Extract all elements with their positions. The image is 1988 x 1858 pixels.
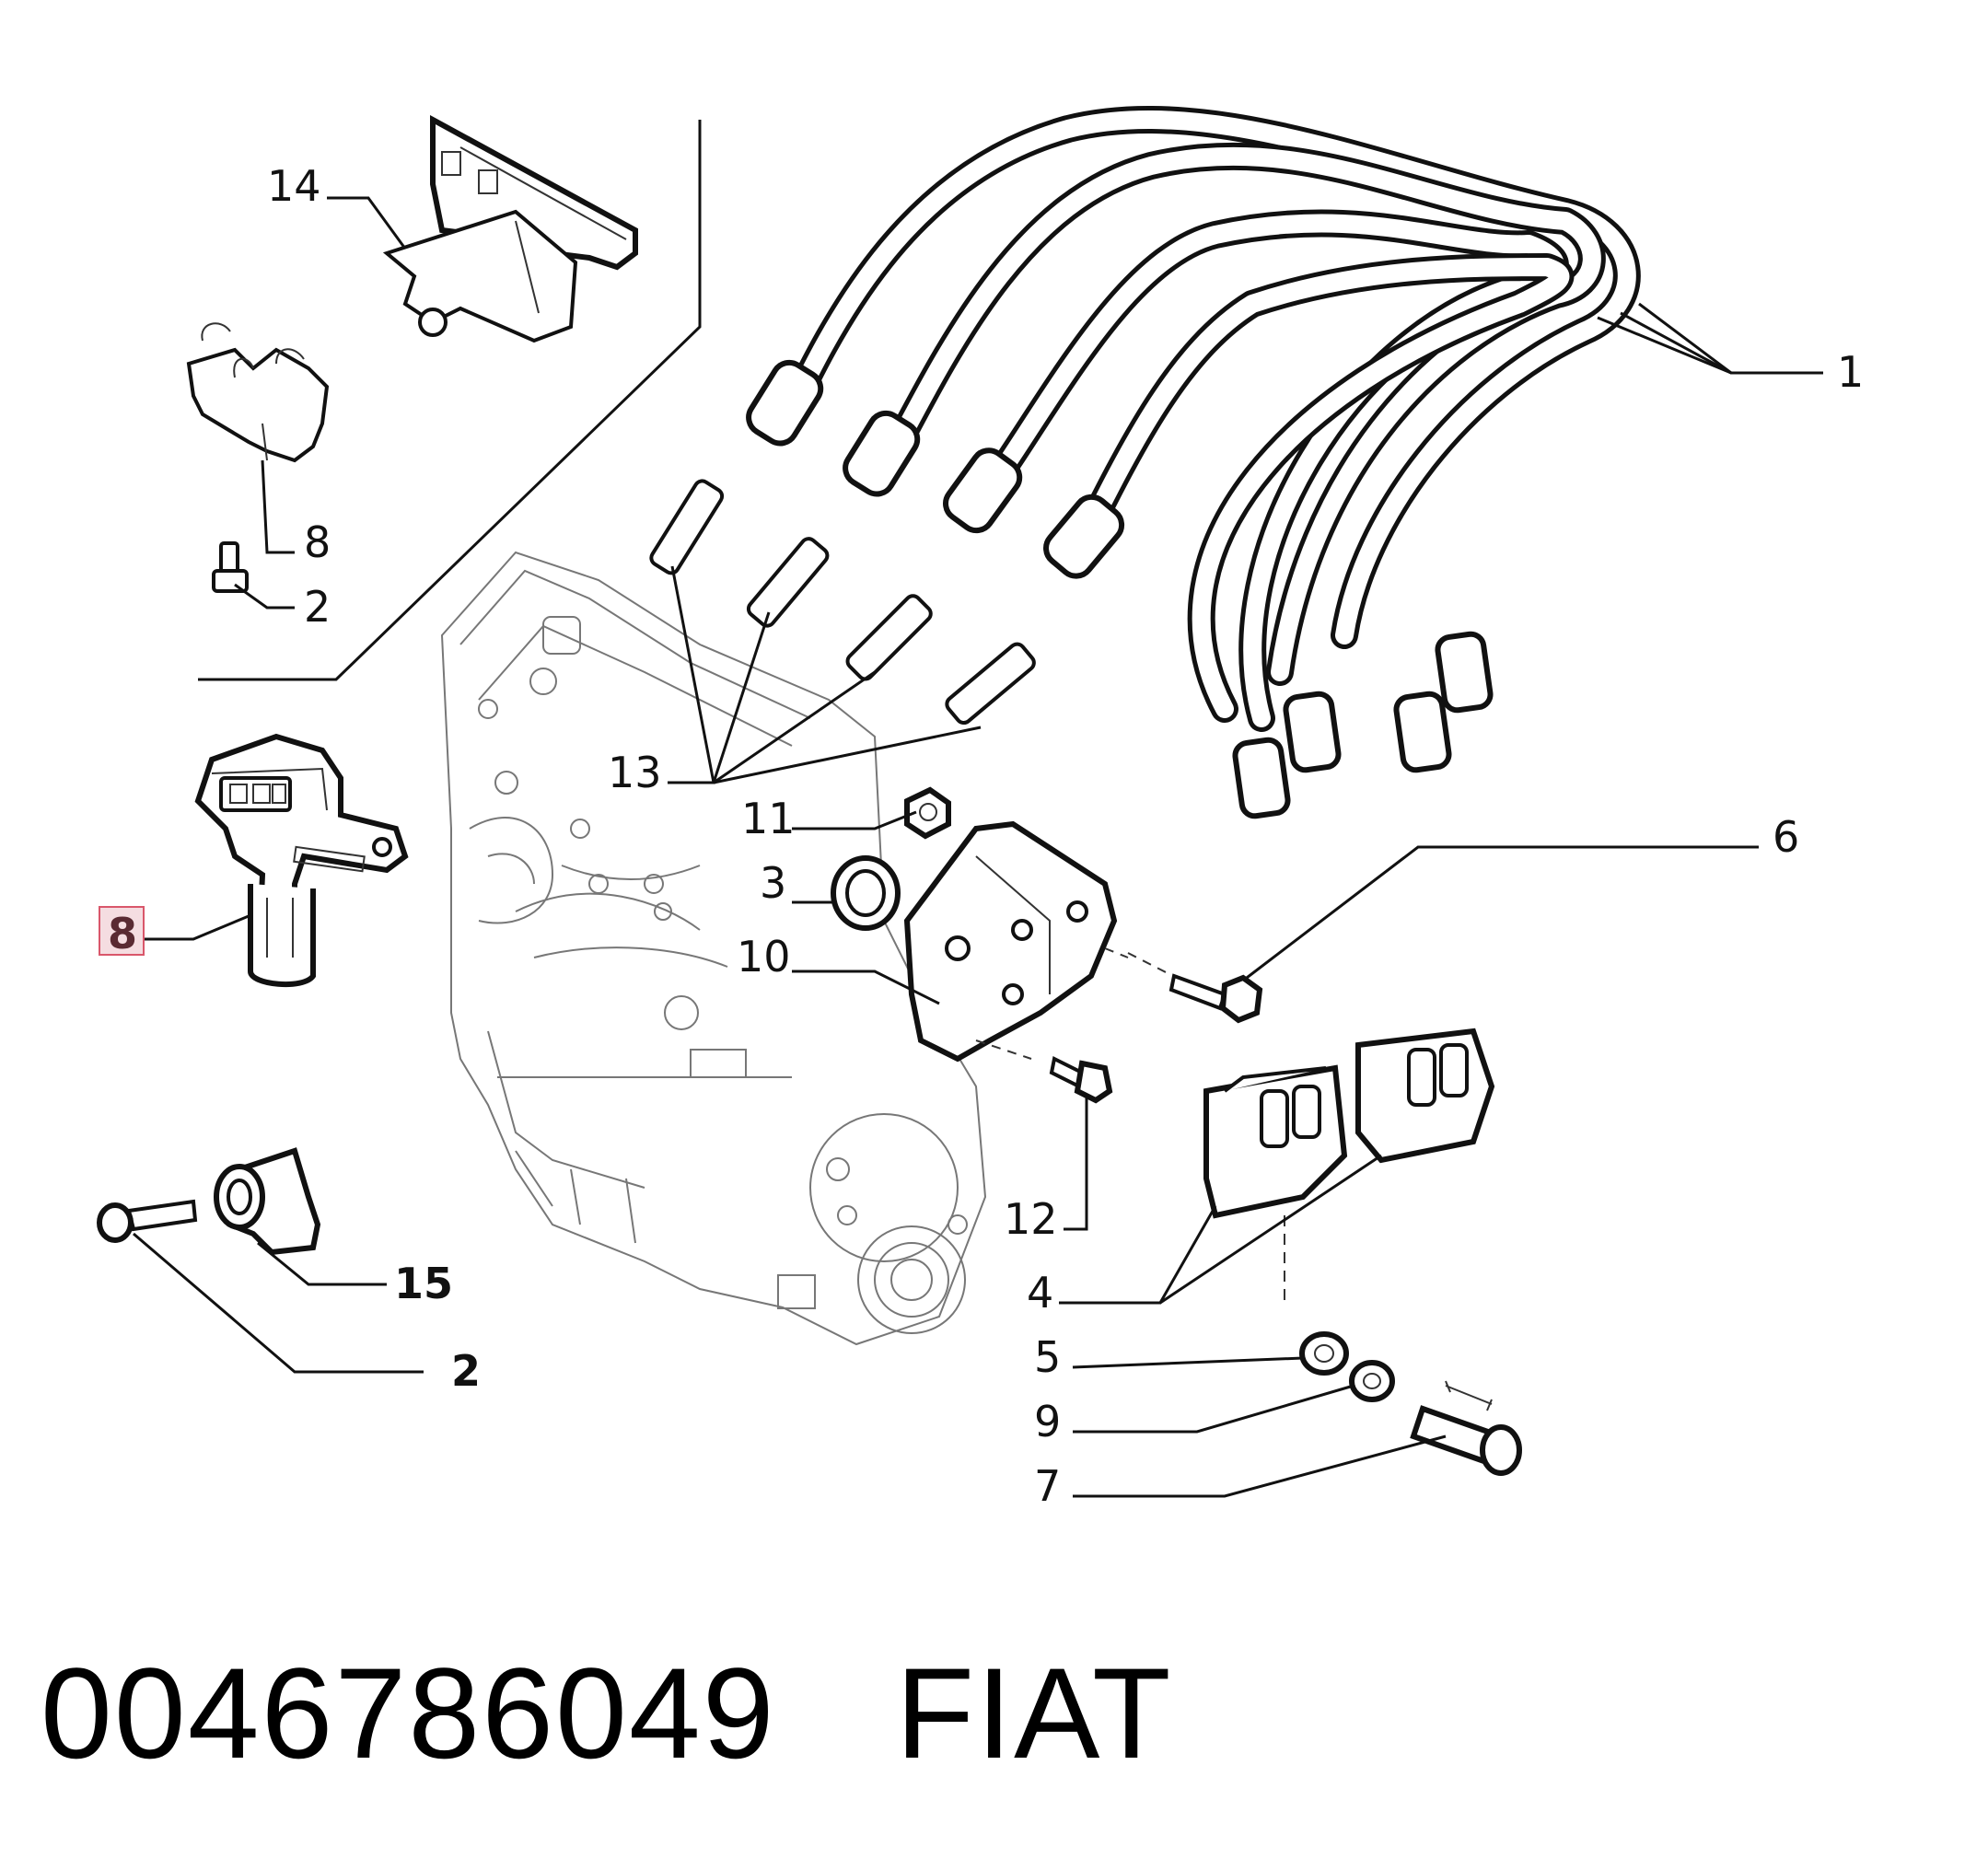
callout-10: 10 — [737, 932, 791, 981]
o-ring-part-3[interactable] — [831, 855, 901, 931]
bolt-part-2[interactable] — [97, 1199, 198, 1243]
washer-part-9[interactable] — [1349, 1360, 1395, 1402]
cable-boot — [746, 359, 1125, 579]
callout-4: 4 — [1027, 1268, 1053, 1318]
ignition-cable-set-part-1[interactable] — [742, 106, 1641, 819]
callout-15: 15 — [394, 1259, 453, 1308]
ignition-coils-part-4[interactable] — [1203, 1028, 1495, 1307]
callout-7: 7 — [1034, 1461, 1061, 1511]
highlight-box — [99, 906, 145, 956]
clip-part-8-inset[interactable] — [186, 322, 330, 463]
bracket-part-14[interactable] — [382, 114, 638, 343]
cable-boot-lower — [1232, 631, 1494, 819]
knock-sensor-part-15[interactable] — [214, 1147, 321, 1256]
callout-2: 2 — [451, 1346, 481, 1396]
callout-8-highlighted: 8 — [108, 909, 137, 958]
spark-plugs-part-13[interactable] — [648, 478, 1037, 726]
brand-name: FIAT — [895, 1641, 1173, 1785]
callout-5: 5 — [1034, 1332, 1061, 1382]
nut-part-11[interactable] — [904, 786, 951, 840]
screw-part-12[interactable] — [1049, 1056, 1113, 1104]
callout-14: 14 — [267, 161, 321, 211]
leader-lines — [133, 196, 1823, 1498]
callout-9: 9 — [1034, 1397, 1061, 1446]
callout-11: 11 — [741, 794, 796, 843]
callout-3: 3 — [760, 858, 786, 908]
camshaft-sensor-part-8[interactable] — [194, 733, 409, 988]
callout-labels: 1 14 8 2 8 15 2 13 11 3 10 6 12 4 5 9 7 — [108, 161, 1864, 1511]
bolt-part-7[interactable] — [1410, 1380, 1522, 1476]
inset-divider — [198, 120, 702, 681]
caption: 0046786049 FIAT — [41, 1639, 1293, 1788]
flange-part-10[interactable] — [903, 820, 1129, 1063]
engine-block — [440, 551, 987, 1346]
part-number: 0046786049 — [41, 1641, 776, 1785]
callout-6: 6 — [1773, 812, 1799, 862]
washer-part-5[interactable] — [1299, 1331, 1349, 1376]
callout-1: 1 — [1837, 347, 1864, 397]
callout-2-inset: 2 — [304, 582, 331, 632]
screw-part-2-inset[interactable] — [212, 541, 249, 593]
callout-12: 12 — [1004, 1194, 1058, 1244]
callout-13: 13 — [608, 748, 662, 797]
bolt-part-6[interactable] — [1127, 952, 1263, 1024]
callout-8-inset: 8 — [304, 517, 331, 567]
